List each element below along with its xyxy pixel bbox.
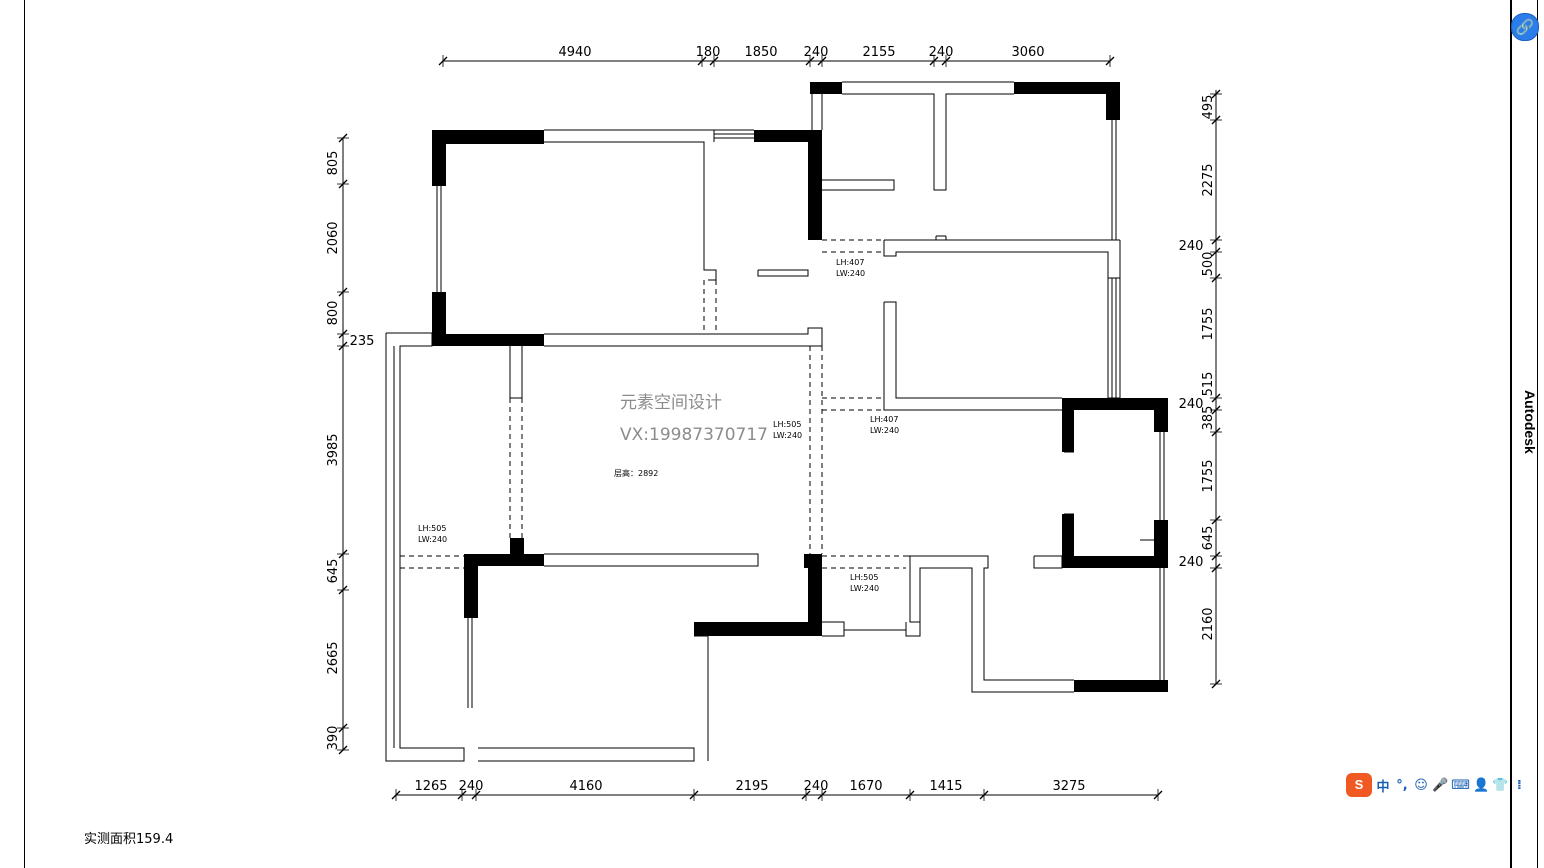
dim-right-11: 2160: [1201, 607, 1216, 640]
dim-right-4: 1755: [1201, 307, 1216, 340]
dim-right-2: 240: [1179, 239, 1204, 254]
dimension-labels-top: 4940 180 1850 240 2155 240 3060: [558, 45, 1044, 60]
dim-bottom-6: 1415: [929, 779, 962, 794]
watermark-contact: VX:19987370717: [620, 425, 768, 445]
dimension-labels-left: 805 2060 800 235 3985 645 2665 390: [326, 151, 374, 751]
ime-user-icon[interactable]: 👤: [1472, 777, 1490, 793]
ime-more-icon[interactable]: ⁞: [1516, 777, 1522, 793]
ime-toolbar: S 中 °, ☺ 🎤 ⌨ 👤 👕 ⁞: [1346, 772, 1527, 798]
dim-bottom-2: 4160: [569, 779, 602, 794]
watermark-name: 元素空间设计: [620, 393, 722, 413]
dimension-ticks-bottom: [391, 789, 1163, 801]
dim-bottom-1: 240: [459, 779, 484, 794]
dim-right-3: 500: [1201, 252, 1216, 277]
drawing-frame-right: [1510, 0, 1512, 868]
dim-bottom-7: 3275: [1052, 779, 1085, 794]
link-icon[interactable]: 🔗: [1511, 13, 1539, 41]
dim-top-3: 240: [804, 45, 829, 60]
dimension-ticks-right: [1210, 89, 1222, 689]
measured-area-label: 实测面积159.4: [84, 832, 174, 847]
ime-skin-icon[interactable]: 👕: [1492, 777, 1509, 793]
drawing-frame-left: [24, 0, 25, 868]
opening-1-lw: LW:240: [773, 431, 802, 440]
door-openings-dashed: [400, 239, 906, 569]
opening-2-lh: LH:407: [870, 415, 898, 424]
dim-right-8: 1755: [1201, 459, 1216, 492]
opening-3-lw: LW:240: [418, 535, 447, 544]
dim-left-2: 800: [326, 301, 341, 326]
autodesk-brand-label: Autodesk: [1522, 390, 1538, 454]
dim-left-1: 2060: [326, 221, 341, 254]
dim-left-3: 235: [350, 334, 375, 349]
dimension-ticks-top: [438, 55, 1115, 67]
dimension-lines: [342, 60, 1217, 796]
opening-1-lh: LH:505: [773, 420, 801, 429]
dim-bottom-3: 2195: [735, 779, 768, 794]
dimension-labels-right: 495 2275 240 500 1755 515 240 385 1755 6…: [1179, 95, 1216, 641]
dim-right-7: 385: [1201, 406, 1216, 431]
opening-4-lh: LH:505: [850, 573, 878, 582]
ime-voice-icon[interactable]: 🎤: [1432, 777, 1449, 793]
dim-left-6: 2665: [326, 641, 341, 674]
dim-bottom-0: 1265: [414, 779, 447, 794]
dimension-labels-bottom: 1265 240 4160 2195 240 1670 1415 3275: [414, 779, 1085, 794]
ime-punctuation-button[interactable]: °,: [1396, 777, 1408, 793]
dim-right-5: 515: [1201, 372, 1216, 397]
dim-right-6: 240: [1179, 397, 1204, 412]
dim-right-0: 495: [1201, 95, 1216, 120]
dim-left-7: 390: [326, 726, 341, 751]
dim-top-1: 180: [696, 45, 721, 60]
dimension-ticks-left: [337, 133, 349, 755]
ime-keyboard-icon[interactable]: ⌨: [1451, 777, 1470, 793]
dim-left-0: 805: [326, 151, 341, 176]
opening-4-lw: LW:240: [850, 584, 879, 593]
opening-annotations: LH:407 LW:240 LH:505 LW:240 LH:407 LW:24…: [418, 258, 899, 593]
thick-walls: [432, 82, 1168, 692]
dim-right-10: 240: [1179, 555, 1204, 570]
opening-3-lh: LH:505: [418, 524, 446, 533]
ime-chinese-mode-button[interactable]: 中: [1376, 779, 1390, 795]
drawing-frame-right-outer: [1537, 0, 1538, 868]
dim-top-0: 4940: [558, 45, 591, 60]
dim-right-9: 645: [1201, 526, 1216, 551]
opening-0-lw: LW:240: [836, 269, 865, 278]
dim-left-4: 3985: [326, 433, 341, 466]
dim-left-5: 645: [326, 559, 341, 584]
sogou-logo-icon[interactable]: S: [1346, 773, 1372, 797]
ime-emoji-icon[interactable]: ☺: [1414, 777, 1428, 793]
dim-top-6: 3060: [1011, 45, 1044, 60]
opening-2-lw: LW:240: [870, 426, 899, 435]
dim-top-2: 1850: [744, 45, 777, 60]
opening-0-lh: LH:407: [836, 258, 864, 267]
dim-bottom-5: 1670: [849, 779, 882, 794]
floor-height-label: 层高：2892: [614, 468, 658, 478]
dim-top-5: 240: [929, 45, 954, 60]
dim-top-4: 2155: [862, 45, 895, 60]
dim-bottom-4: 240: [804, 779, 829, 794]
thin-walls: [385, 81, 1165, 762]
dim-right-1: 2275: [1201, 163, 1216, 196]
